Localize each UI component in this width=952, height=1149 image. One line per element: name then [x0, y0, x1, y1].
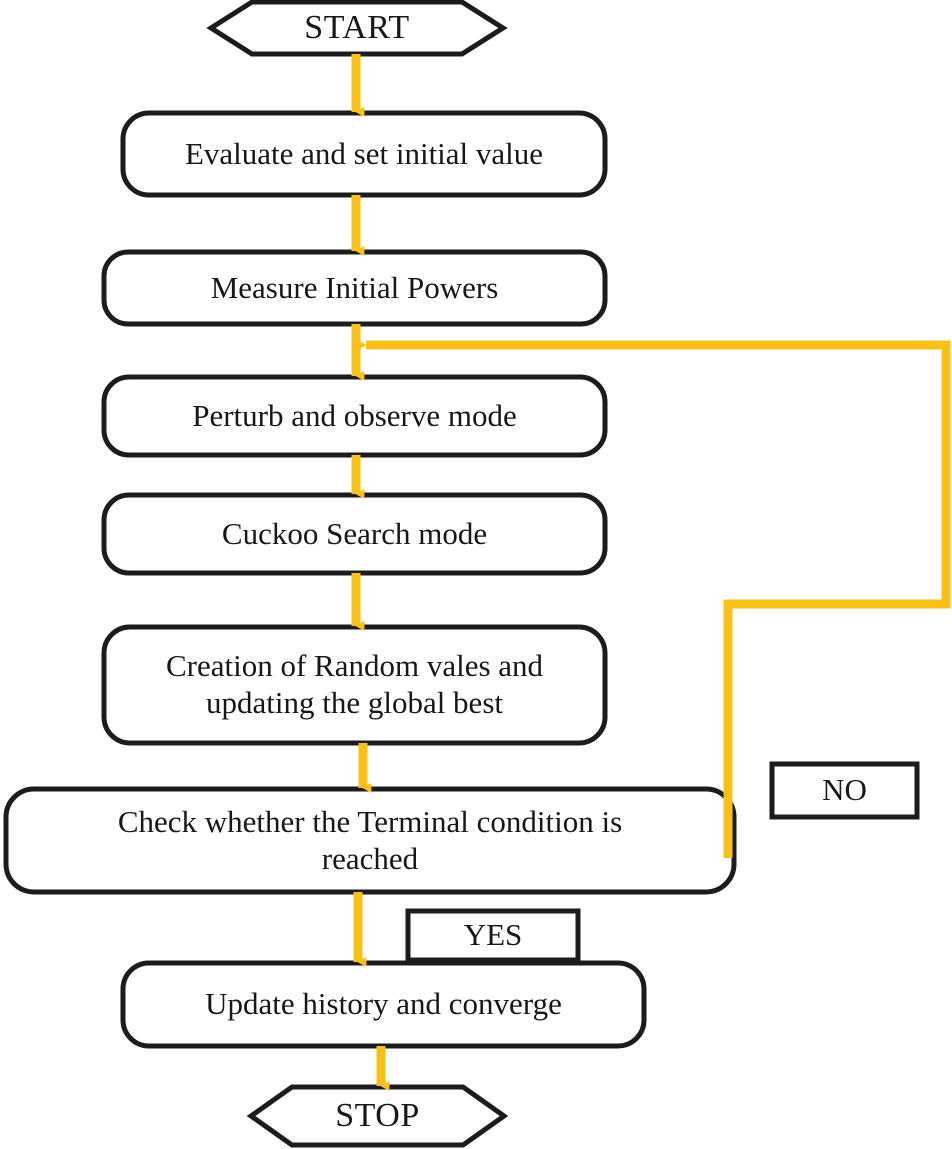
node-start-shape: [206, 0, 508, 57]
node-update-shape: [120, 960, 647, 1049]
node-random-shape: [101, 624, 608, 746]
node-measure-shape: [101, 249, 608, 327]
node-perturb-shape: [101, 374, 608, 458]
node-check-shape: [3, 786, 737, 895]
node-evaluate-shape: [120, 110, 608, 198]
branch-label-yes-box: [405, 908, 581, 963]
node-cuckoo-shape: [101, 492, 608, 576]
edge-check-to-perturb-no: [357, 340, 951, 858]
node-stop-shape: [246, 1084, 509, 1148]
branch-label-no-box: [769, 761, 920, 820]
